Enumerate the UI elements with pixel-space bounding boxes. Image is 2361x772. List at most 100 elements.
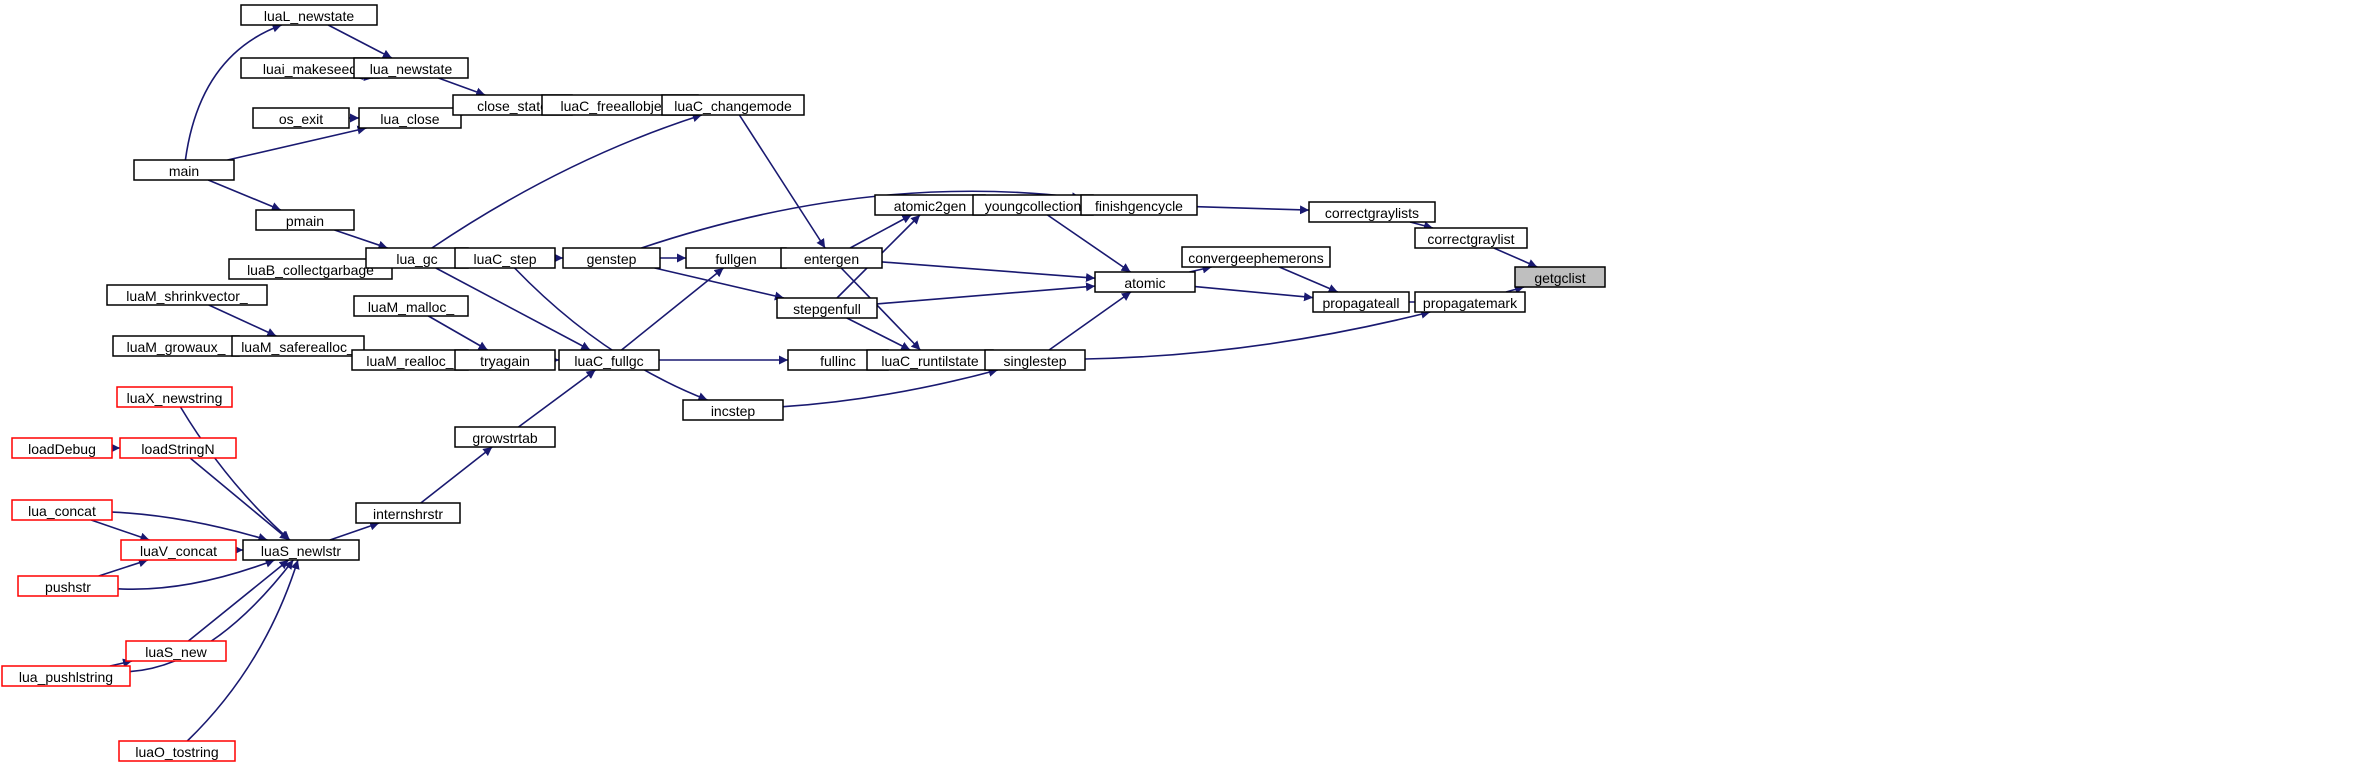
node-label-luaO_tostring: luaO_tostring [135, 744, 218, 760]
edge-entergen-to-atomic [881, 261, 1096, 282]
node-fullgen[interactable]: fullgen [685, 247, 787, 269]
node-loadDebug[interactable]: loadDebug [11, 437, 113, 459]
node-luaC_freeallobjects[interactable]: luaC_freeallobjects [541, 94, 699, 116]
node-box-genstep [562, 247, 661, 269]
node-youngcollection[interactable]: youngcollection [972, 194, 1094, 216]
node-main[interactable]: main [133, 159, 235, 181]
edge-internshrstr-to-growstrtab [420, 446, 493, 504]
node-box-propagatemark [1414, 291, 1526, 313]
edge-incstep-to-singlestep [782, 367, 998, 408]
node-label-correctgraylist: correctgraylist [1427, 231, 1514, 247]
node-label-convergeephemerons: convergeephemerons [1188, 250, 1323, 266]
node-lua_concat[interactable]: lua_concat [11, 499, 113, 521]
edge-finishgencycle-to-correctgraylists [1196, 205, 1310, 215]
node-lua_newstate[interactable]: lua_newstate [353, 57, 469, 79]
node-box-luaS_newlstr [242, 539, 360, 561]
node-luaV_concat[interactable]: luaV_concat [120, 539, 237, 561]
node-label-luaC_fullgc: luaC_fullgc [574, 353, 643, 369]
node-luaS_new[interactable]: luaS_new [125, 640, 227, 662]
edge-luaM_malloc_-to-tryagain [428, 315, 488, 351]
node-genstep[interactable]: genstep [562, 247, 661, 269]
edge-correctgraylist-to-getgclist [1493, 247, 1538, 268]
node-stepgenfull[interactable]: stepgenfull [776, 297, 878, 319]
node-correctgraylists[interactable]: correctgraylists [1308, 201, 1436, 223]
node-label-entergen: entergen [804, 251, 859, 267]
node-incstep[interactable]: incstep [682, 399, 784, 421]
node-luaO_tostring[interactable]: luaO_tostring [118, 740, 236, 762]
node-atomic2gen[interactable]: atomic2gen [874, 194, 986, 216]
node-label-pushstr: pushstr [45, 579, 91, 595]
node-luaC_step[interactable]: luaC_step [454, 247, 556, 269]
node-luaM_saferealloc_[interactable]: luaM_saferealloc_ [231, 335, 365, 357]
node-label-atomic: atomic [1124, 275, 1165, 291]
node-luaC_runtilstate[interactable]: luaC_runtilstate [866, 349, 994, 371]
node-convergeephemerons[interactable]: convergeephemerons [1181, 246, 1331, 268]
node-lua_gc[interactable]: lua_gc [365, 247, 469, 269]
node-lua_close[interactable]: lua_close [358, 107, 462, 129]
node-box-incstep [682, 399, 784, 421]
edge-stepgenfull-to-atomic [876, 282, 1096, 305]
node-luaS_newlstr[interactable]: luaS_newlstr [242, 539, 360, 561]
node-label-internshrstr: internshrstr [373, 506, 443, 522]
node-box-entergen [780, 247, 883, 269]
node-label-os_exit: os_exit [279, 111, 323, 127]
node-luaL_newstate[interactable]: luaL_newstate [240, 4, 378, 26]
node-propagatemark[interactable]: propagatemark [1414, 291, 1526, 313]
node-luaC_changemode[interactable]: luaC_changemode [661, 94, 805, 116]
node-box-tryagain [454, 349, 556, 371]
node-singlestep[interactable]: singlestep [984, 349, 1086, 371]
edge-youngcollection-to-atomic [1047, 214, 1131, 273]
node-label-close_state: close_state [477, 98, 548, 114]
edge-entergen-to-atomic2gen [849, 214, 912, 249]
node-atomic[interactable]: atomic [1094, 271, 1196, 293]
node-box-luaM_saferealloc_ [231, 335, 365, 357]
node-pushstr[interactable]: pushstr [17, 575, 119, 597]
edge-stepgenfull-to-luaC_runtilstate [846, 317, 911, 351]
node-luaM_growaux_[interactable]: luaM_growaux_ [112, 335, 240, 357]
node-lua_pushlstring[interactable]: lua_pushlstring [1, 665, 131, 687]
node-luaM_realloc_[interactable]: luaM_realloc_ [351, 349, 469, 371]
edge-luaS_newlstr-to-internshrstr [329, 521, 380, 541]
node-fullinc[interactable]: fullinc [787, 349, 889, 371]
edge-luaL_newstate-to-lua_newstate [327, 24, 393, 59]
edge-singlestep-to-propagatemark [1084, 309, 1431, 360]
node-label-luaX_newstring: luaX_newstring [127, 390, 223, 406]
node-luaX_newstring[interactable]: luaX_newstring [116, 386, 233, 408]
node-luaM_shrinkvector_[interactable]: luaM_shrinkvector_ [106, 284, 268, 306]
edge-singlestep-to-atomic [1048, 291, 1132, 351]
node-correctgraylist[interactable]: correctgraylist [1414, 227, 1528, 249]
node-loadStringN[interactable]: loadStringN [119, 437, 237, 459]
node-luaC_fullgc[interactable]: luaC_fullgc [558, 349, 660, 371]
node-pmain[interactable]: pmain [255, 209, 355, 231]
node-label-lua_close: lua_close [380, 111, 439, 127]
node-propagateall[interactable]: propagateall [1312, 291, 1410, 313]
edge-luaC_changemode-to-entergen [738, 114, 826, 249]
node-label-correctgraylists: correctgraylists [1325, 205, 1419, 221]
node-box-luaS_new [125, 640, 227, 662]
node-box-luaM_malloc_ [353, 295, 469, 317]
edge-main-to-pmain [207, 179, 282, 211]
node-box-os_exit [252, 107, 350, 129]
node-luaB_collectgarbage[interactable]: luaB_collectgarbage [228, 258, 393, 280]
node-label-luaL_newstate: luaL_newstate [264, 8, 355, 24]
node-label-fullgen: fullgen [715, 251, 756, 267]
node-label-loadStringN: loadStringN [141, 441, 214, 457]
edge-luaO_tostring-to-luaS_newlstr [186, 559, 300, 742]
edge-luaM_shrinkvector_-to-luaM_saferealloc_ [208, 304, 277, 337]
node-label-pmain: pmain [286, 213, 324, 229]
node-finishgencycle[interactable]: finishgencycle [1080, 194, 1198, 216]
edge-pushstr-to-luaV_concat [98, 558, 149, 577]
node-growstrtab[interactable]: growstrtab [454, 426, 556, 448]
node-box-luaC_changemode [661, 94, 805, 116]
node-box-lua_pushlstring [1, 665, 131, 687]
edge-entergen-to-luaC_runtilstate [840, 267, 921, 351]
node-luai_makeseed[interactable]: luai_makeseed [240, 57, 380, 79]
edge-main-to-luaL_newstate [184, 23, 282, 161]
node-entergen[interactable]: entergen [780, 247, 883, 269]
node-internshrstr[interactable]: internshrstr [355, 502, 461, 524]
node-os_exit[interactable]: os_exit [252, 107, 350, 129]
edge-growstrtab-to-luaC_fullgc [518, 369, 596, 428]
node-tryagain[interactable]: tryagain [454, 349, 556, 371]
node-label-tryagain: tryagain [480, 353, 530, 369]
node-luaM_malloc_[interactable]: luaM_malloc_ [353, 295, 469, 317]
